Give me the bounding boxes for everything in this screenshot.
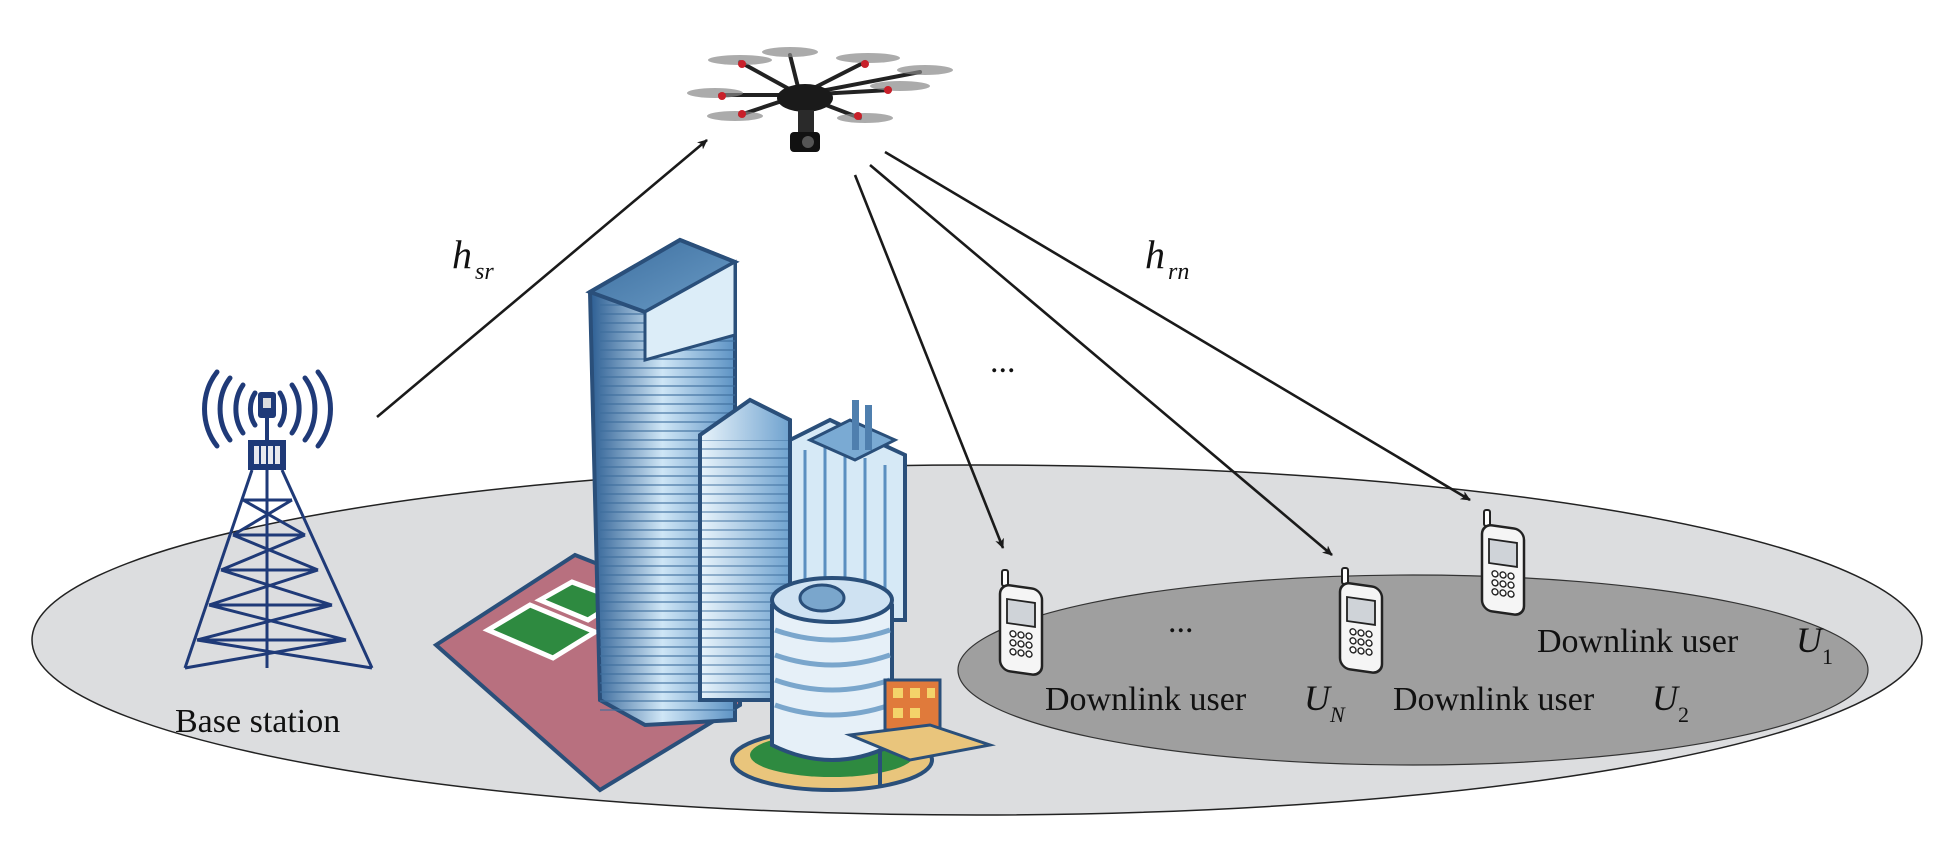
user-1-text: Downlink user — [1537, 623, 1739, 660]
cell-tower-icon — [183, 369, 374, 670]
user-label-2: Downlink user U 2 — [1393, 678, 1689, 727]
drone-icon — [687, 47, 953, 152]
link-arrows — [376, 139, 1471, 556]
user-cluster-area — [957, 574, 1869, 766]
h-symbol: h — [452, 232, 472, 277]
hrn-subscript: rn — [1168, 259, 1189, 285]
arrow-bs-to-uav — [376, 139, 708, 418]
mobile-phone-icon — [998, 569, 1044, 676]
arrow-uav-to-user-n — [869, 164, 1333, 556]
user-1-symbol: U — [1796, 620, 1824, 660]
mobile-phone-icon — [1338, 567, 1384, 674]
user-1-subscript: 1 — [1822, 644, 1833, 669]
arrow-uav-to-user-1 — [884, 150, 1471, 502]
city-buildings-icon — [432, 237, 996, 793]
user-n-symbol: U — [1304, 678, 1332, 718]
ellipsis-top: ... — [990, 343, 1016, 380]
arrow-uav-to-user-near — [853, 174, 1005, 549]
user-label-n: Downlink user U N — [1045, 678, 1346, 727]
mobile-phone-icon — [1480, 509, 1526, 616]
hsr-subscript: sr — [475, 259, 494, 285]
user-label-1: Downlink user U 1 — [1537, 620, 1833, 669]
channel-label-hrn: h rn — [1145, 232, 1189, 285]
ellipsis-users: ... — [1168, 603, 1194, 640]
user-2-text: Downlink user — [1393, 681, 1595, 718]
user-n-text: Downlink user — [1045, 681, 1247, 718]
base-station-label: Base station — [175, 703, 340, 740]
h-symbol: h — [1145, 232, 1165, 277]
channel-label-hsr: h sr — [452, 232, 494, 285]
user-2-symbol: U — [1652, 678, 1680, 718]
user-n-subscript: N — [1329, 702, 1346, 727]
user-2-subscript: 2 — [1678, 702, 1689, 727]
